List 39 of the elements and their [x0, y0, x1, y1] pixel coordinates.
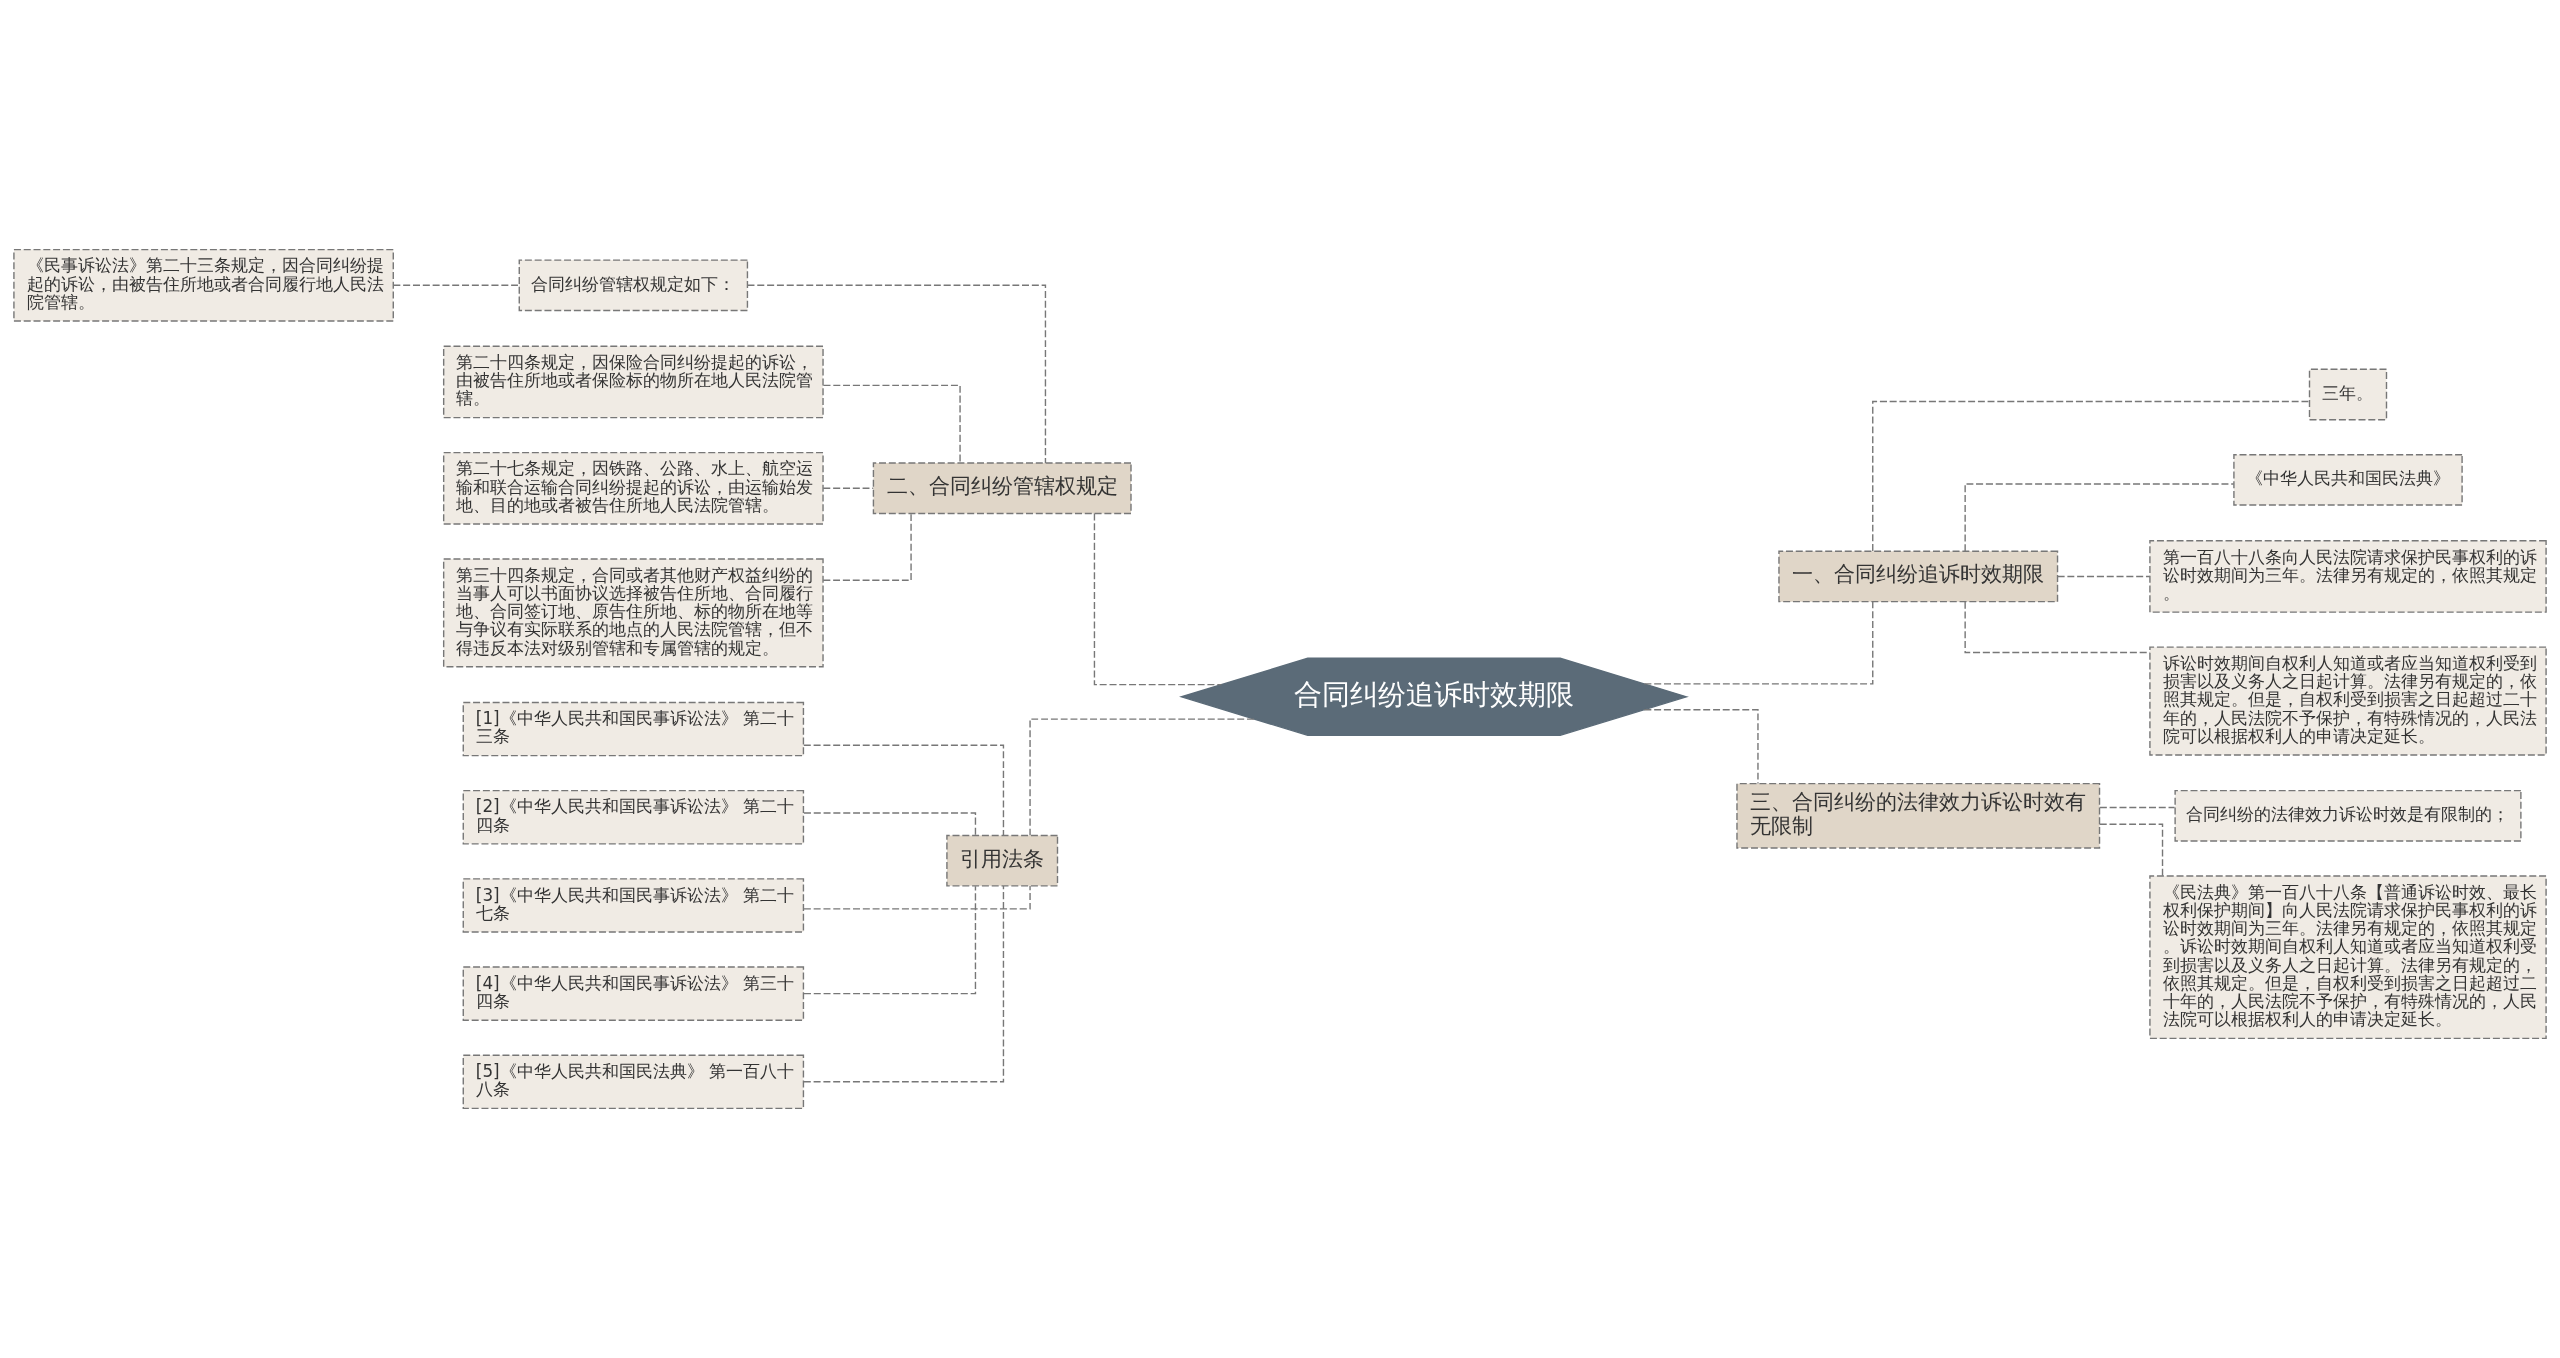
connector — [1093, 512, 1223, 686]
connector — [822, 513, 912, 581]
node-box: [2]《中华人民共和国民事诉讼法》 第二十四条 — [462, 789, 805, 845]
node-box: 第二十四条规定，因保险合同纠纷提起的诉讼，由被告住所地或者保险标的物所在地人民法院管辖。 — [442, 345, 824, 419]
node-box: 三年。 — [2308, 368, 2388, 421]
node-box: [3]《中华人民共和国民事诉讼法》 第二十七条 — [462, 878, 805, 933]
connector — [803, 885, 1031, 910]
node-box: 引用法条 — [946, 834, 1059, 887]
node-box: 《民事诉讼法》第二十三条规定，因合同纠纷提起的诉讼，由被告住所地或者合同履行地人民法院管辖。 — [13, 248, 394, 322]
connector — [803, 744, 1005, 836]
connector — [2057, 575, 2151, 578]
connector — [1643, 709, 1759, 785]
node-box: 合同纠纷的法律效力诉讼时效是有限制的； — [2174, 789, 2522, 842]
node-box: [5]《中华人民共和国民法典》 第一百八十八条 — [462, 1054, 805, 1110]
node-box: 合同纠纷管辖权规定如下： — [518, 259, 749, 312]
node-box: 三、合同纠纷的法律效力诉讼时效有无限制 — [1736, 782, 2101, 849]
connector — [1029, 718, 1255, 837]
connector — [392, 284, 520, 286]
node-box: [4]《中华人民共和国民事诉讼法》 第三十四条 — [462, 966, 805, 1021]
node-box: [1]《中华人民共和国民事诉讼法》 第二十三条 — [462, 701, 805, 757]
connector — [803, 812, 977, 836]
node-box: 第一百八十八条向人民法院请求保护民事权利的诉讼时效期间为三年。法律另有规定的，依照其规定。 — [2149, 540, 2547, 613]
node-box: 第三十四条规定，合同或者其他财产权益纠纷的当事人可以书面协议选择被告住所地、合同履行地、合同签订地、原告住所地、标的物所在地等与争议有实际联系的地点的人民法院管辖，但不得违反本法对级别管辖和专属管辖的规定。 — [442, 558, 824, 668]
node-box: 诉讼时效期间自权利人知道或者应当知道权利受到损害以及义务人之日起计算。法律另有规定的，依照其规定。但是，自权利受到损害之日起超过二十年的，人民法院不予保护，有特殊情况的，人民法院可以根据权利人的申请决定延长。 — [2149, 646, 2547, 756]
connector — [2098, 823, 2164, 877]
connector — [822, 384, 961, 464]
node-box: 二、合同纠纷管辖权规定 — [872, 462, 1132, 515]
node-box: 第二十七条规定，因铁路、公路、水上、航空运输和联合运输合同纠纷提起的诉讼，由运输始发地、目的地或者被告住所地人民法院管辖。 — [442, 451, 824, 525]
connector — [803, 885, 1005, 1083]
connector — [2099, 806, 2176, 809]
node-box: 《民法典》第一百八十八条【普通诉讼时效、最长权利保护期间】向人民法院请求保护民事权利的诉讼时效期间为三年。法律另有规定的，依照其规定。诉讼时效期间自权利人知道或者应当知道权利受到损害以及义务人之日起计算。法律另有规定的，依照其规定。但是，自权利受到损害之日起超过二十年的，人民法院不予保护，有特殊情况的，人民法院可以根据权利人的申请决定延长。 — [2149, 875, 2547, 1040]
node-box: 《中华人民共和国民法典》 — [2233, 454, 2463, 506]
connector — [1643, 601, 1874, 685]
connector — [746, 284, 1047, 464]
node-box: 一、合同纠纷追诉时效期限 — [1778, 550, 2059, 603]
connector — [822, 487, 874, 489]
connector — [803, 885, 977, 995]
connector — [1872, 400, 2310, 552]
connector — [1964, 483, 2235, 552]
